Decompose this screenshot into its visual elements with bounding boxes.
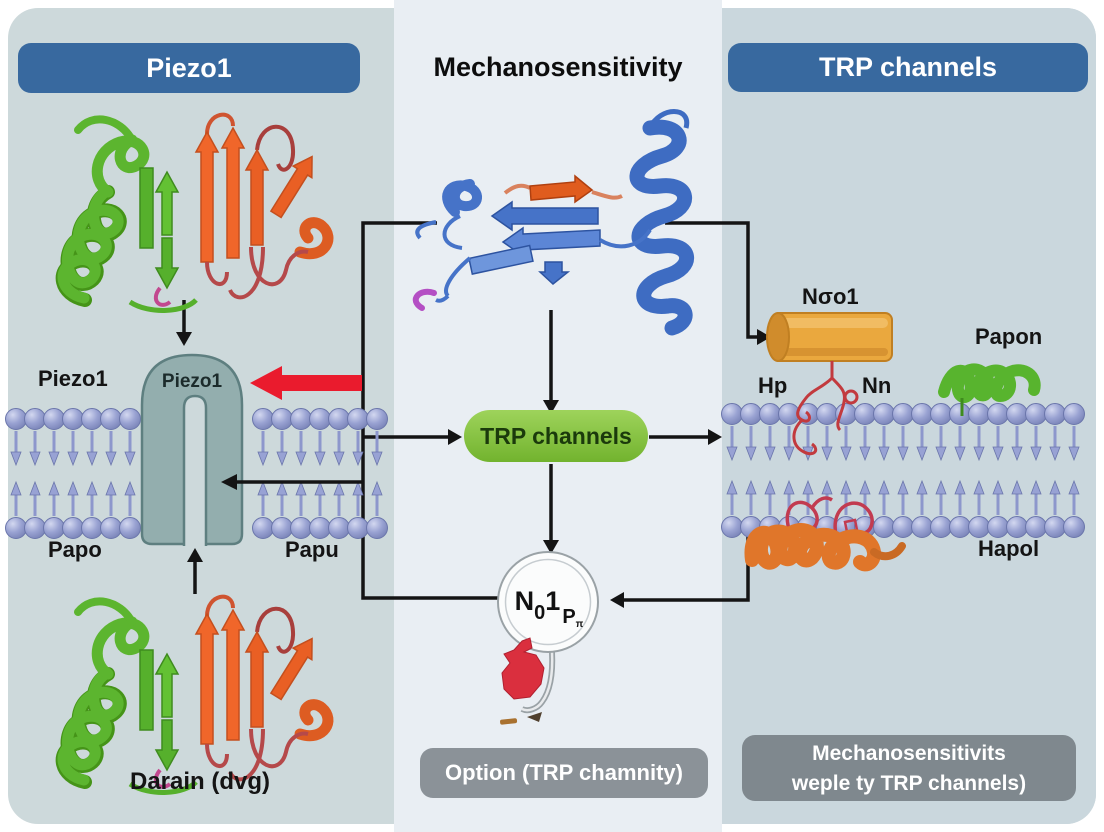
red-fragment-shape <box>501 637 545 700</box>
circle-label-n: N <box>514 586 535 616</box>
papon-label: Papon <box>975 324 1043 349</box>
arrow-into-pore <box>221 474 363 490</box>
nn-label: Nn <box>862 373 892 398</box>
right-caption-line2: weple ty TRP channels) <box>791 772 1027 795</box>
hp-label: Hp <box>758 373 788 398</box>
piezo1-membrane-label: Piezo1 <box>38 366 108 391</box>
circle-label-tiny: π <box>575 619 584 630</box>
right-caption-box: Mechanosensitivits weple ty TRP channels… <box>742 735 1076 801</box>
circle-label-zero: 0 <box>534 602 546 624</box>
option-caption-box: Option (TRP chamnity) <box>420 748 708 798</box>
papo-label: Papo <box>48 537 102 562</box>
circle-label-p: P <box>562 606 576 628</box>
membrane-protein-cylinder <box>766 312 893 362</box>
papu-label: Papu <box>285 537 339 562</box>
papon-helix <box>938 363 1041 416</box>
darain-structure-label: Darain (dvg) <box>129 768 270 795</box>
left-lipid-bilayer <box>5 408 388 539</box>
red-inhibition-arrow <box>250 366 362 400</box>
readout-circle-label: N01Pπ <box>504 586 594 630</box>
magnifier-readout <box>497 551 599 725</box>
hapol-label: Hapol <box>978 536 1040 561</box>
center-title: Mechanosensitivity <box>433 52 683 82</box>
circle-label-one: 1 <box>545 586 561 616</box>
blue-protein-structure <box>412 109 694 336</box>
piezo1-channel-shape <box>140 353 244 546</box>
lipid-anchor-chains <box>792 361 859 456</box>
trp-channels-node: TRP channels <box>464 410 648 462</box>
right-panel-header: TRP channels <box>728 43 1088 92</box>
cylinder-label: Nσo1 <box>802 284 859 309</box>
piezo1-channel-label: Piezo1 <box>161 371 223 392</box>
right-caption-line1: Mechanosensitivits <box>812 742 1006 765</box>
hapol-helix <box>744 496 906 572</box>
right-lipid-bilayer <box>721 403 1085 538</box>
left-panel-header: Piezo1 <box>18 43 360 93</box>
